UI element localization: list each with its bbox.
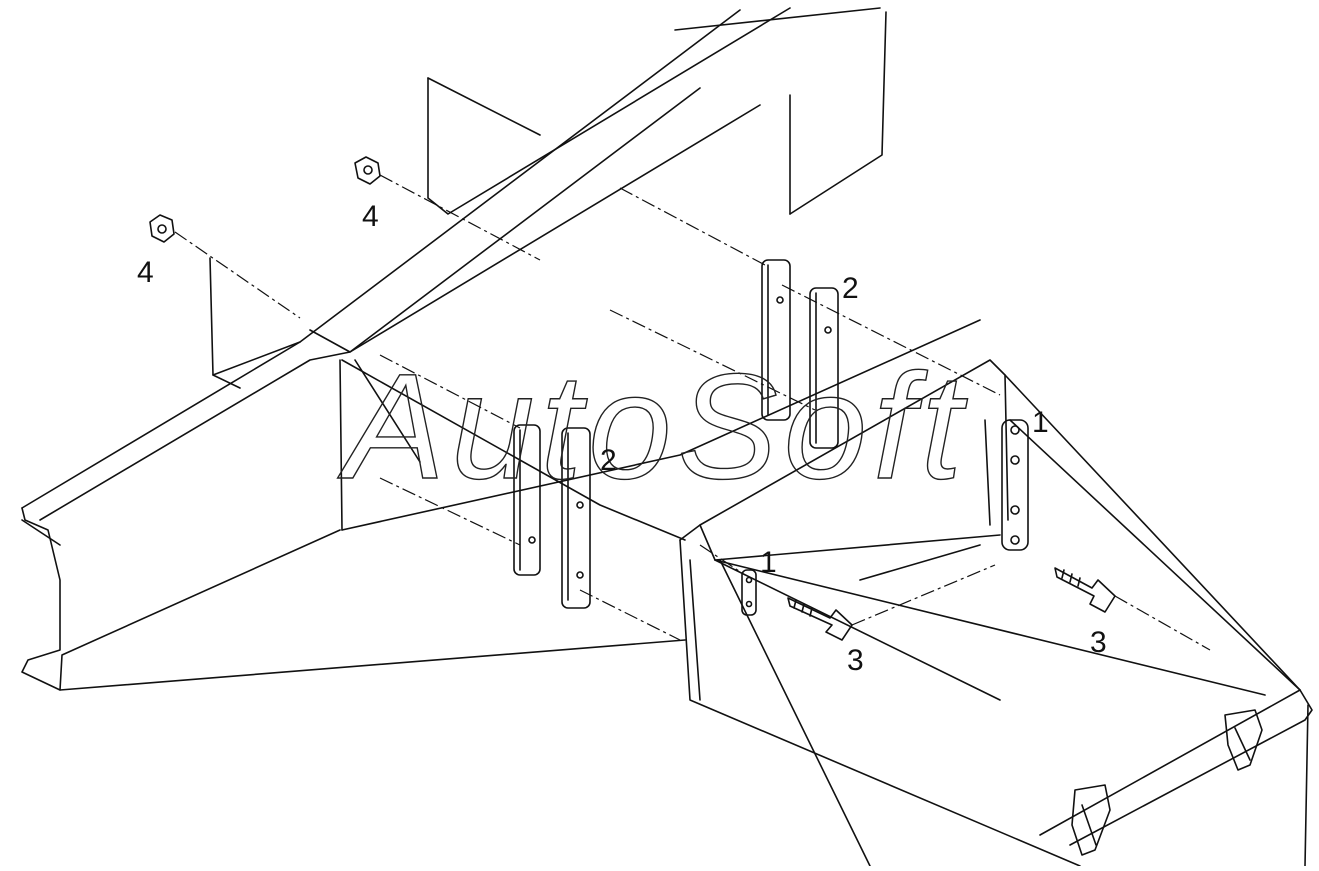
callout-part3-right: 3 (1090, 626, 1107, 659)
frame-beam (21, 9, 981, 691)
callout-part2-lower: 2 (600, 444, 617, 477)
bracket-pair-upper (761, 259, 839, 449)
bolt-left (787, 597, 853, 641)
bracket-pair-lower (513, 424, 591, 609)
bolt-right (1054, 567, 1116, 613)
callout-part3-left: 3 (847, 644, 864, 677)
latch-front-left (1071, 784, 1111, 856)
callout-part4-left: 4 (137, 256, 154, 289)
callout-part4-right: 4 (362, 200, 379, 233)
callout-part1-upper: 1 (1032, 406, 1049, 439)
callout-part1-lower: 1 (760, 546, 777, 579)
latch-front-right (1224, 709, 1263, 771)
rear-plate (427, 7, 887, 215)
assembly-lines (174, 174, 1211, 651)
callout-part2-upper: 2 (842, 272, 859, 305)
strap-lower (741, 569, 757, 616)
inner-end-plate (984, 419, 1029, 551)
watermark: AutoSoft (337, 342, 968, 510)
nut-right (354, 156, 381, 185)
nut-left (149, 214, 175, 243)
